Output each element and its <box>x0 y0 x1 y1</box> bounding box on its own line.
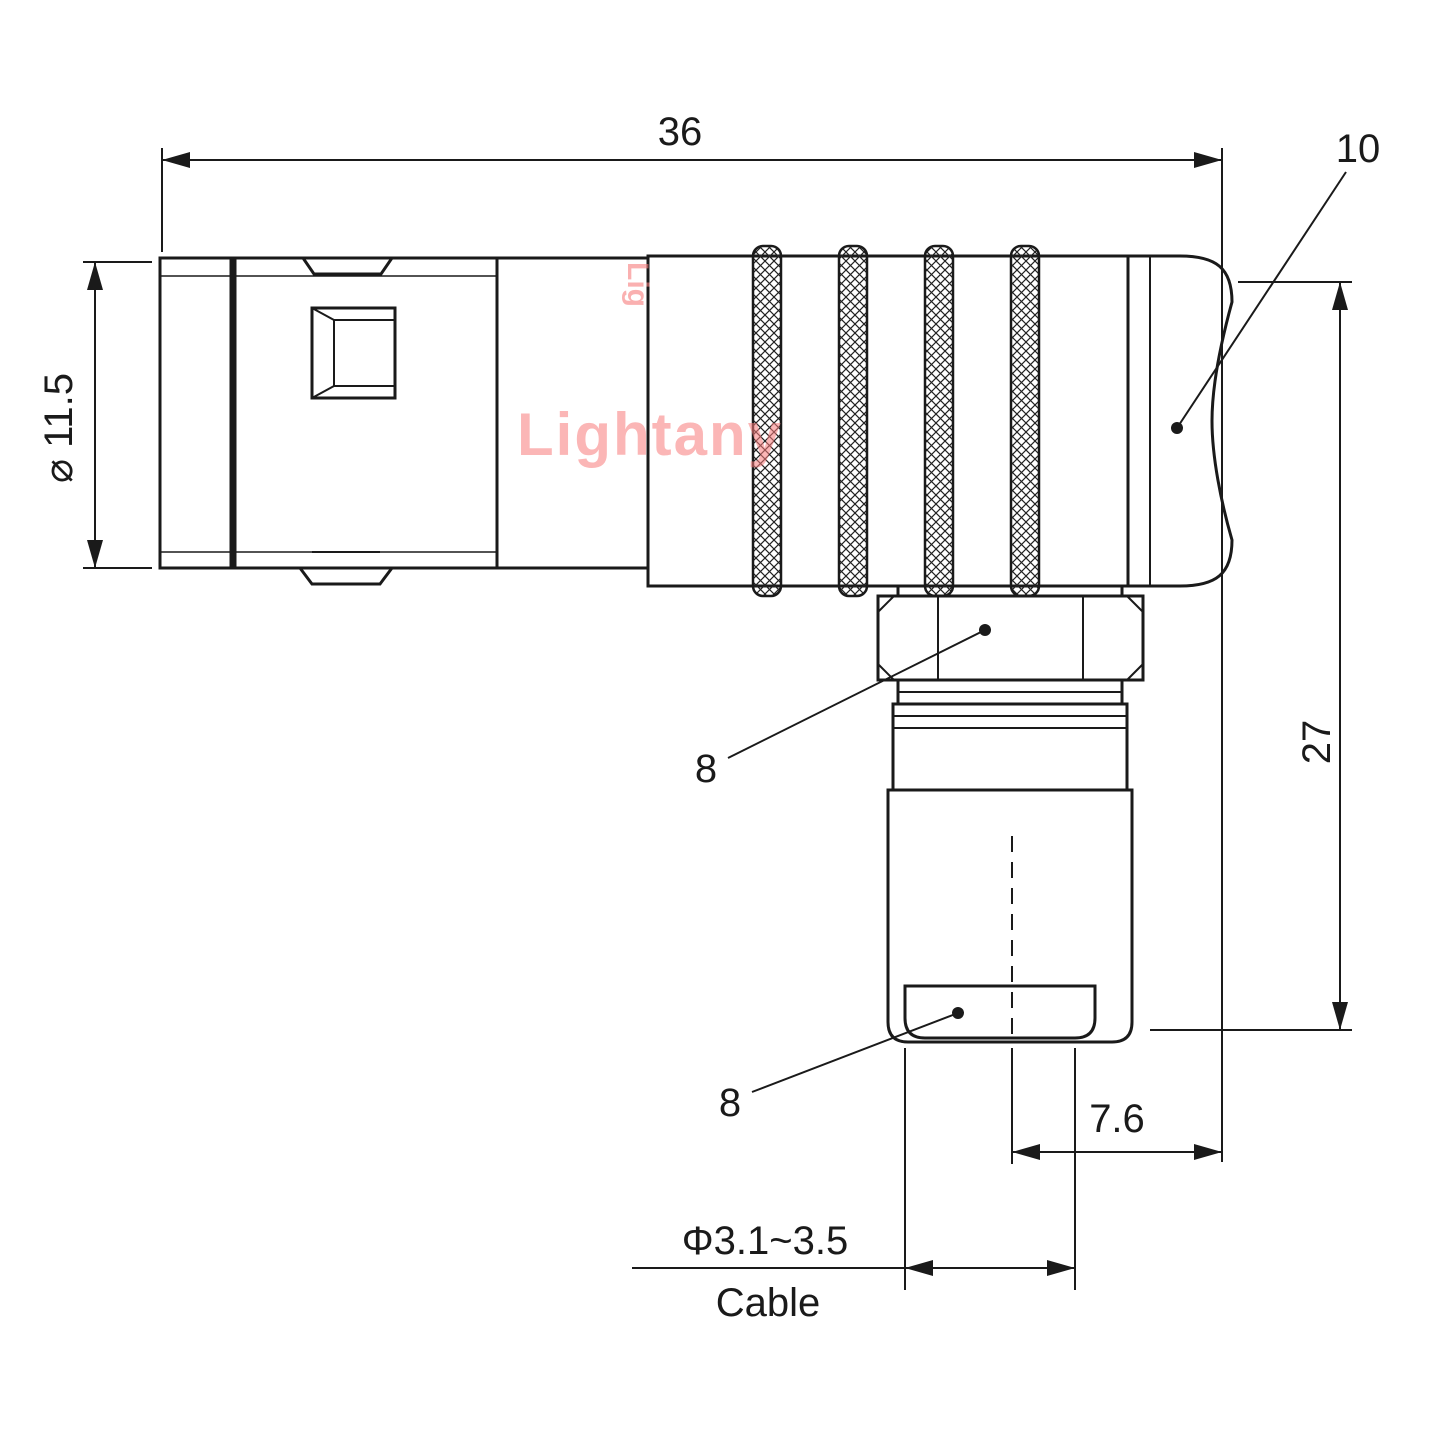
dim-overall-length: 36 <box>161 110 1223 1162</box>
end-coupling-nut <box>1126 254 1234 588</box>
dim-cable-label: Cable <box>716 1281 821 1325</box>
grip-body <box>646 254 1130 588</box>
knurl-band-2 <box>837 244 869 598</box>
watermark: Lightany Lig <box>517 262 783 468</box>
dim-cable: Φ3.1~3.5 Cable <box>632 1048 1076 1325</box>
dim-height: 27 <box>1150 281 1352 1031</box>
latch-window-depth-top <box>311 307 335 321</box>
watermark-text: Lightany <box>517 401 783 468</box>
hex-chamfer-tl <box>877 595 895 613</box>
hex-chamfer-br <box>1126 663 1144 681</box>
dim-clamp-nut-label: 8 <box>719 1081 741 1125</box>
dim-coupling-nut-label: 8 <box>695 747 717 791</box>
dim-overall-length-label: 36 <box>658 110 703 154</box>
plug-top-keyway <box>300 256 395 276</box>
clamp-body <box>886 788 1134 1044</box>
knurl-band-4 <box>1009 244 1041 598</box>
hex-nut <box>876 594 1145 682</box>
dim-end-nut-label: 10 <box>1336 127 1381 171</box>
knurl-band-1 <box>751 244 783 598</box>
clamp-barrel <box>891 702 1129 792</box>
dim-axis-offset: 7.6 <box>1011 1048 1222 1164</box>
plug-shell <box>158 256 499 570</box>
hex-chamfer-tr <box>1126 595 1144 613</box>
dim-end-nut: 10 <box>1171 127 1380 434</box>
dimensions: 36 10 ⌀ 11.5 27 <box>37 110 1380 1325</box>
dim-shell-diameter: ⌀ 11.5 <box>37 261 152 569</box>
latch-window-depth-bottom <box>311 385 335 399</box>
latch-window <box>310 306 397 400</box>
dim-cable-diameter-label: Φ3.1~3.5 <box>682 1219 848 1263</box>
dim-shell-diameter-label: ⌀ 11.5 <box>37 373 81 483</box>
connector-body <box>158 244 1234 1044</box>
cable-bushing <box>903 984 1097 1040</box>
dim-height-label: 27 <box>1295 720 1339 765</box>
dim-clamp-nut: 8 <box>719 1007 964 1125</box>
mid-barrel <box>495 256 650 570</box>
dim-axis-offset-label: 7.6 <box>1089 1097 1145 1141</box>
watermark-text-small: Lig <box>621 262 654 307</box>
latch-window-inner <box>333 319 396 387</box>
plug-bottom-keyway <box>297 566 395 586</box>
knurl-band-3 <box>923 244 955 598</box>
dim-coupling-nut: 8 <box>695 624 991 791</box>
